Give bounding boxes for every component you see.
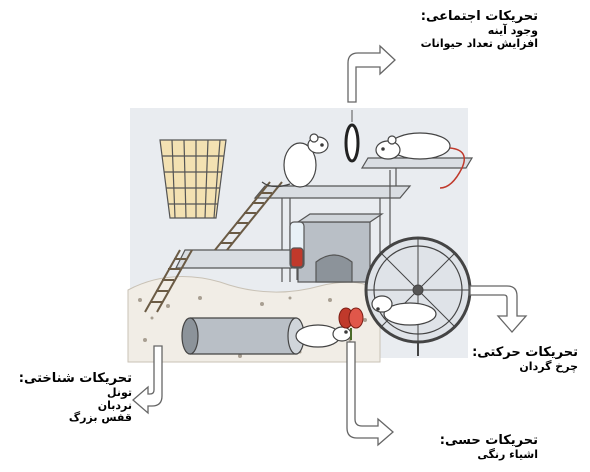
sensory-stimulation-label: تحریکات حسی: اشیاء رنگی: [439, 433, 538, 462]
cognitive-title: تحریکات شناختی:: [18, 371, 132, 386]
rat-in-wheel: [371, 295, 437, 326]
arrow-social: [347, 44, 396, 103]
motor-stimulation-label: تحریکات حرکتی: چرخ گردان: [472, 345, 578, 374]
motor-item-wheel: چرخ گردان: [519, 359, 578, 373]
lower-platform: [175, 249, 301, 269]
rat-on-shelf: [375, 132, 465, 189]
hay-feeder: [159, 139, 227, 219]
rat-standing: [261, 133, 329, 188]
ladder-upper: [214, 181, 283, 251]
arrow-motor: [469, 285, 528, 333]
arrow-cognitive: [132, 345, 163, 415]
sensory-item-colored-objects: اشیاء رنگی: [477, 447, 538, 461]
mirror: [344, 110, 360, 163]
social-item-more-animals: افزایش تعداد حیوانات: [420, 36, 538, 50]
social-item-mirror: وجود آینه: [487, 23, 538, 37]
ladder-lower: [144, 249, 193, 313]
social-title: تحریکات اجتماعی:: [420, 9, 538, 24]
social-stimulation-label: تحریکات اجتماعی: وجود آینه افزایش تعداد …: [420, 9, 538, 50]
colored-object: [338, 307, 364, 340]
sensory-title: تحریکات حسی:: [439, 433, 538, 448]
cognitive-item-tunnel: تونل: [107, 385, 132, 399]
cognitive-stimulation-label: تحریکات شناختی: تونل نردبان قفس بزرگ: [2, 371, 132, 425]
rat-in-tunnel: [295, 324, 352, 348]
cognitive-item-big-cage: قفس بزرگ: [68, 411, 132, 425]
cognitive-item-ladder: نردبان: [97, 398, 132, 412]
motor-title: تحریکات حرکتی:: [472, 345, 578, 360]
tunnel: [181, 317, 305, 355]
top-shelf: [360, 157, 474, 186]
water-bottle: [289, 221, 305, 280]
shelter-box: [296, 213, 384, 283]
arrow-sensory: [346, 341, 394, 447]
